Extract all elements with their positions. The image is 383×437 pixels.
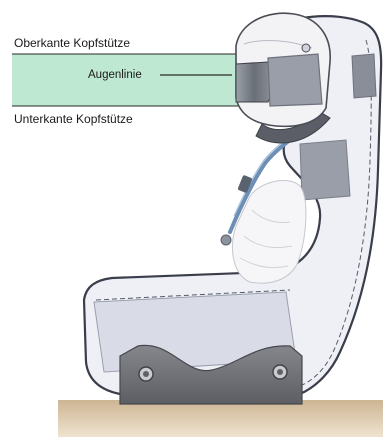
eye-line-label: Augenlinie xyxy=(88,68,142,82)
mount-bolt-front-center xyxy=(143,371,149,377)
headrest-pad-outer xyxy=(352,54,376,98)
helmet-visor xyxy=(236,62,273,102)
headrest-bottom-label: Unterkante Kopfstütze xyxy=(14,112,133,126)
back-pad xyxy=(300,140,350,200)
helmet-pivot xyxy=(302,44,310,52)
mount-bolt-rear-center xyxy=(277,369,283,375)
floor xyxy=(58,400,383,437)
headrest-top-label: Oberkante Kopfstütze xyxy=(14,36,130,50)
headrest-pad-inner xyxy=(268,54,322,106)
harness-clip xyxy=(221,235,231,245)
